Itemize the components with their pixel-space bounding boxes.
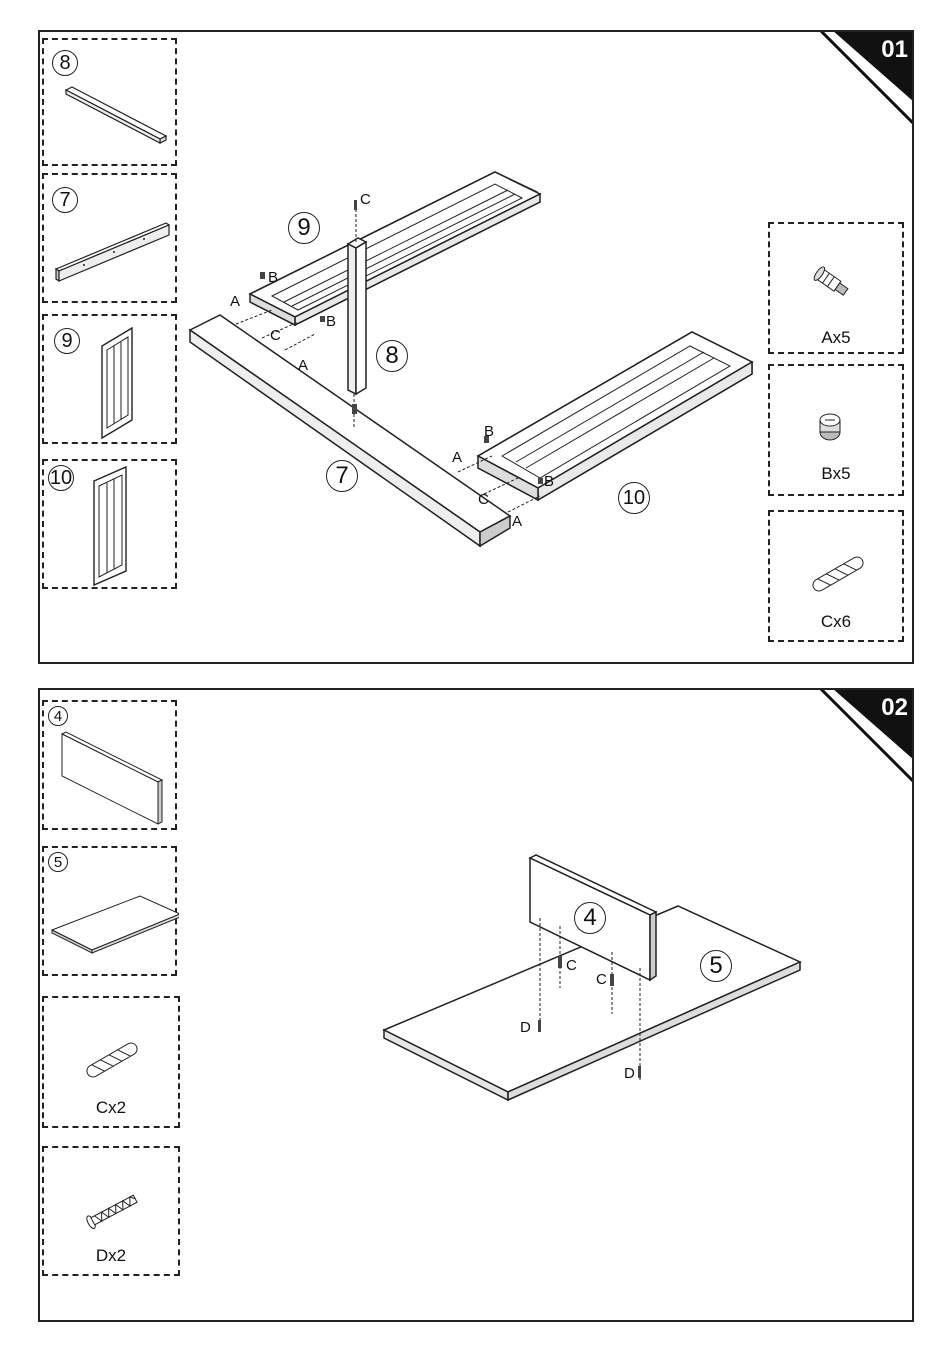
label-d: D	[520, 1020, 531, 1035]
callout-7: 7	[326, 460, 358, 492]
label-a: A	[452, 450, 462, 465]
assembly-diagram-step-01	[40, 32, 914, 664]
label-b: B	[544, 474, 554, 489]
label-d: D	[624, 1066, 635, 1081]
step-02-panel: 02 4 5 Cx2	[38, 688, 914, 1322]
label-c: C	[566, 958, 577, 973]
assembly-diagram-step-02	[40, 690, 914, 1322]
label-b: B	[326, 314, 336, 329]
callout-5: 5	[700, 950, 732, 982]
label-b: B	[268, 270, 278, 285]
label-c: C	[596, 972, 607, 987]
step-01-panel: 01 8 7 9 10	[38, 30, 914, 664]
label-c: C	[478, 492, 489, 507]
label-a: A	[230, 294, 240, 309]
label-b: B	[484, 424, 494, 439]
label-c: C	[360, 192, 371, 207]
callout-9: 9	[288, 212, 320, 244]
label-a: A	[512, 514, 522, 529]
callout-8: 8	[376, 340, 408, 372]
callout-10: 10	[618, 482, 650, 514]
callout-4: 4	[574, 902, 606, 934]
label-a: A	[298, 358, 308, 373]
label-c: C	[270, 328, 281, 343]
